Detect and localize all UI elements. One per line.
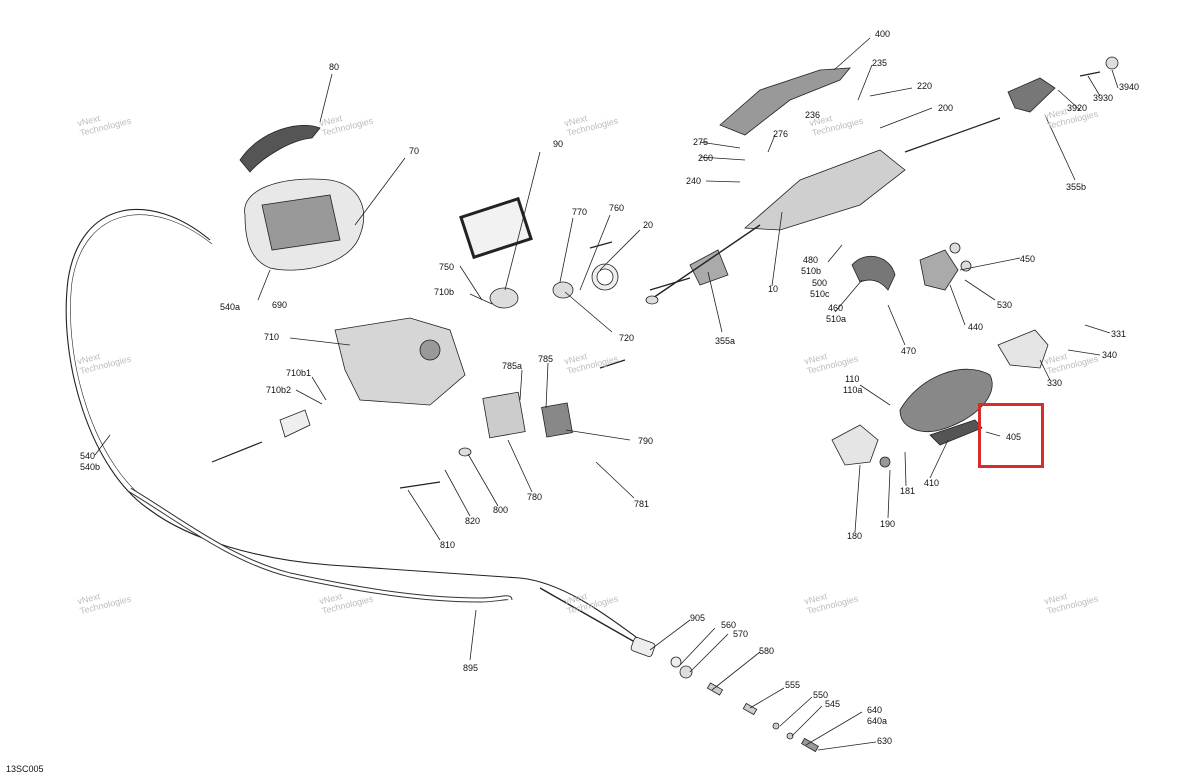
part-label[interactable]: 200	[938, 103, 954, 113]
part-label[interactable]: 110a	[843, 385, 863, 395]
part-label[interactable]: 500	[812, 278, 828, 288]
part-label[interactable]: 220	[917, 81, 933, 91]
part-label[interactable]: 110	[845, 374, 860, 384]
hose-895-inner	[129, 488, 512, 602]
part-label[interactable]: 180	[847, 531, 863, 541]
part-label[interactable]: 510c	[810, 289, 830, 299]
part-label[interactable]: 70	[409, 146, 420, 156]
part-label[interactable]: 400	[875, 29, 891, 39]
part-label[interactable]: 331	[1111, 329, 1127, 339]
part-label[interactable]: 630	[877, 736, 893, 746]
part-label[interactable]: 510a	[826, 314, 847, 324]
part-label[interactable]: 181	[900, 486, 916, 496]
part-label[interactable]: 440	[968, 322, 984, 332]
part-label[interactable]: 810	[440, 540, 456, 550]
part-label[interactable]: 760	[609, 203, 625, 213]
part-label[interactable]: 510b	[801, 266, 822, 276]
handle-710	[334, 317, 466, 406]
bezel-90	[459, 196, 533, 260]
part-label[interactable]: 710b1	[286, 368, 312, 378]
part-label[interactable]: 710b	[434, 287, 455, 297]
part-label[interactable]: 785a	[502, 361, 523, 371]
part-label[interactable]: 10	[768, 284, 779, 294]
part-label[interactable]: 3940	[1119, 82, 1140, 92]
cable-540-inner	[70, 214, 213, 505]
part-label[interactable]: 355b	[1066, 182, 1087, 192]
part-label[interactable]: 560	[721, 620, 737, 630]
part-label[interactable]: 355a	[715, 336, 736, 346]
part-label[interactable]: 276	[773, 129, 789, 139]
part-label[interactable]: 470	[901, 346, 917, 356]
part-label[interactable]: 3930	[1093, 93, 1114, 103]
part-label[interactable]: 720	[619, 333, 635, 343]
grip-355b	[1007, 77, 1056, 113]
fairing-110	[899, 368, 993, 432]
part-label[interactable]: 540b	[80, 462, 101, 472]
part-label[interactable]: 530	[997, 300, 1013, 310]
part-label[interactable]: 90	[553, 139, 564, 149]
part-label[interactable]: 640a	[867, 716, 888, 726]
clamp-720	[552, 281, 574, 299]
part-label[interactable]: 3920	[1067, 103, 1088, 113]
part-label[interactable]: 580	[759, 646, 775, 656]
part-label[interactable]: 710	[264, 332, 280, 342]
part-label[interactable]: 785	[538, 354, 554, 364]
steering-column-10	[743, 149, 906, 231]
part-label[interactable]: 480	[803, 255, 819, 265]
part-label[interactable]: 80	[329, 62, 340, 72]
part-label[interactable]: 260	[698, 153, 714, 163]
part-label[interactable]: 410	[924, 478, 940, 488]
cover-330	[997, 329, 1049, 369]
grip-80	[239, 124, 321, 173]
part-label[interactable]: 790	[638, 436, 654, 446]
part-label[interactable]: 540	[80, 451, 96, 461]
part-label[interactable]: 690	[272, 300, 288, 310]
part-label[interactable]: 640	[867, 705, 883, 715]
cable-540	[65, 209, 641, 641]
part-label[interactable]: 710b2	[266, 385, 292, 395]
part-label[interactable]: 340	[1102, 350, 1118, 360]
part-label[interactable]: 540a	[220, 302, 241, 312]
part-label[interactable]: 895	[463, 663, 479, 673]
part-label-highlighted[interactable]: 405	[1006, 432, 1022, 442]
part-label[interactable]: 236	[805, 110, 821, 120]
part-label[interactable]: 460	[828, 303, 844, 313]
part-label[interactable]: 555	[785, 680, 801, 690]
bracket-400	[719, 67, 851, 136]
part-label[interactable]: 770	[572, 207, 588, 217]
part-label[interactable]: 190	[880, 519, 896, 529]
part-label[interactable]: 781	[634, 499, 650, 509]
diagram-code: 13SC005	[6, 764, 44, 774]
highlight-box	[978, 403, 1044, 468]
trim-405	[929, 419, 983, 446]
part-label[interactable]: 905	[690, 613, 706, 623]
part-label[interactable]: 450	[1020, 254, 1036, 264]
part-label[interactable]: 780	[527, 492, 543, 502]
cable-end	[539, 587, 641, 646]
switch-780	[482, 391, 526, 439]
cone-355a	[689, 249, 729, 286]
part-label[interactable]: 550	[813, 690, 829, 700]
part-label[interactable]: 570	[733, 629, 749, 639]
housing-180	[831, 424, 879, 466]
part-label[interactable]: 240	[686, 176, 702, 186]
part-label[interactable]: 820	[465, 516, 481, 526]
part-label[interactable]: 800	[493, 505, 509, 515]
part-label[interactable]: 330	[1047, 378, 1063, 388]
part-label[interactable]: 235	[872, 58, 888, 68]
part-label[interactable]: 20	[643, 220, 654, 230]
part-label[interactable]: 750	[439, 262, 455, 272]
part-label[interactable]: 545	[825, 699, 841, 709]
part-label[interactable]: 275	[693, 137, 709, 147]
